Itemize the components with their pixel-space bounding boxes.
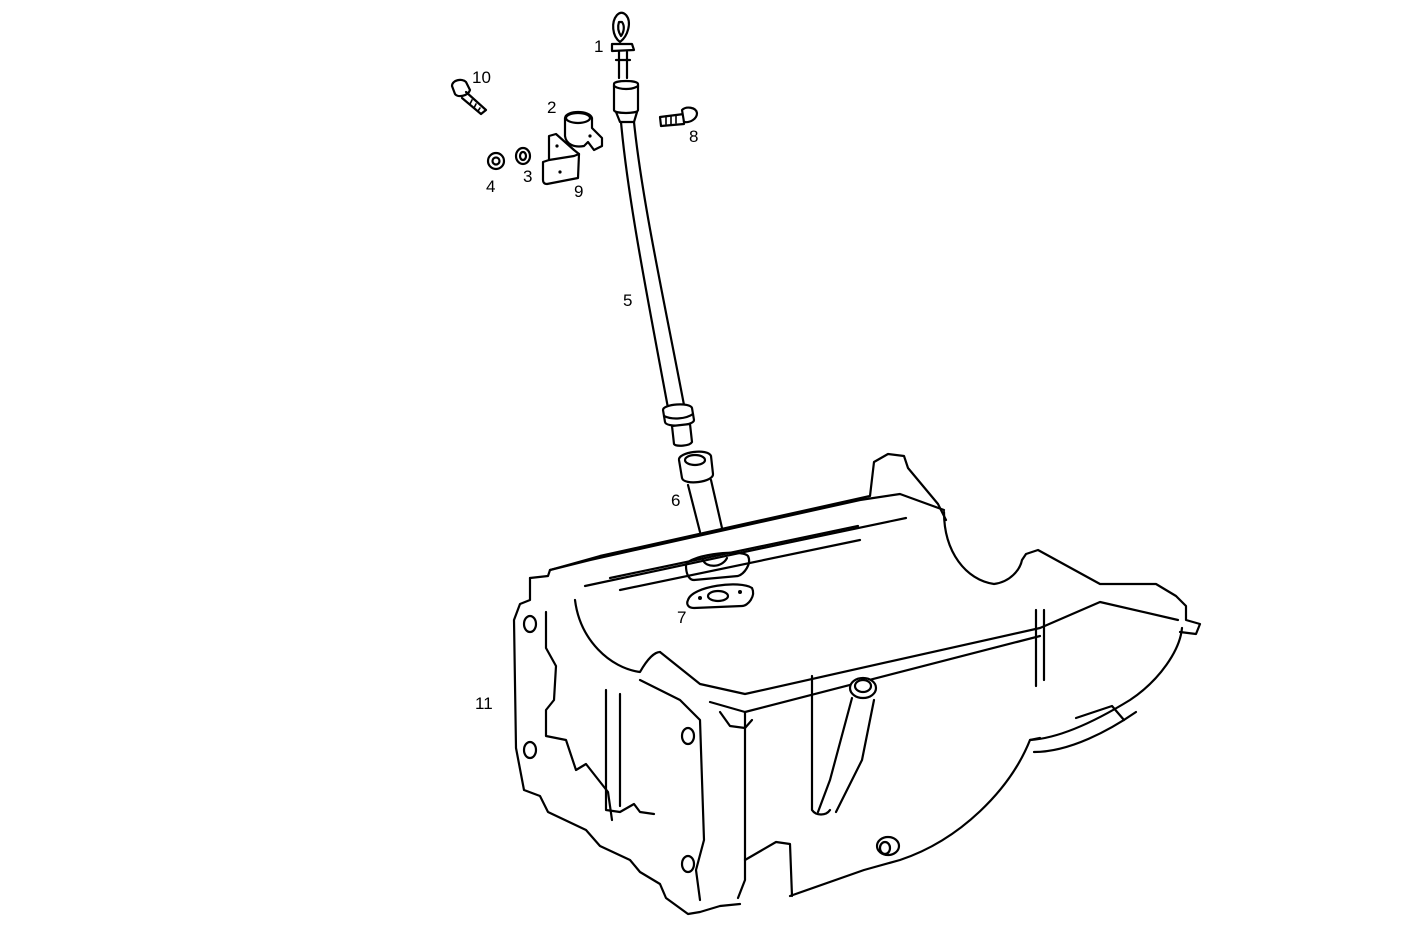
callout-2: 2 xyxy=(547,98,557,117)
dipstick-handle-part-1 xyxy=(610,11,636,80)
callout-3: 3 xyxy=(523,167,533,186)
washer-part-3 xyxy=(514,146,532,166)
oil-pan-housing-part-11 xyxy=(512,452,1202,916)
callout-9: 9 xyxy=(574,182,584,201)
clamp-part-2 xyxy=(563,110,604,152)
callout-1: 1 xyxy=(594,37,604,56)
callout-6: 6 xyxy=(671,491,681,510)
bracket-part-9 xyxy=(541,132,581,186)
guide-tube-part-6 xyxy=(677,450,724,534)
callout-10: 10 xyxy=(472,68,491,87)
bolt-part-10 xyxy=(450,78,488,116)
callout-5: 5 xyxy=(623,291,633,310)
dipstick-tube-part-5 xyxy=(612,79,696,447)
screw-part-8 xyxy=(658,106,699,128)
callout-4: 4 xyxy=(486,177,496,196)
callout-7: 7 xyxy=(677,608,687,627)
callout-8: 8 xyxy=(689,127,699,146)
nut-part-4 xyxy=(486,151,506,171)
callout-11: 11 xyxy=(475,694,493,713)
